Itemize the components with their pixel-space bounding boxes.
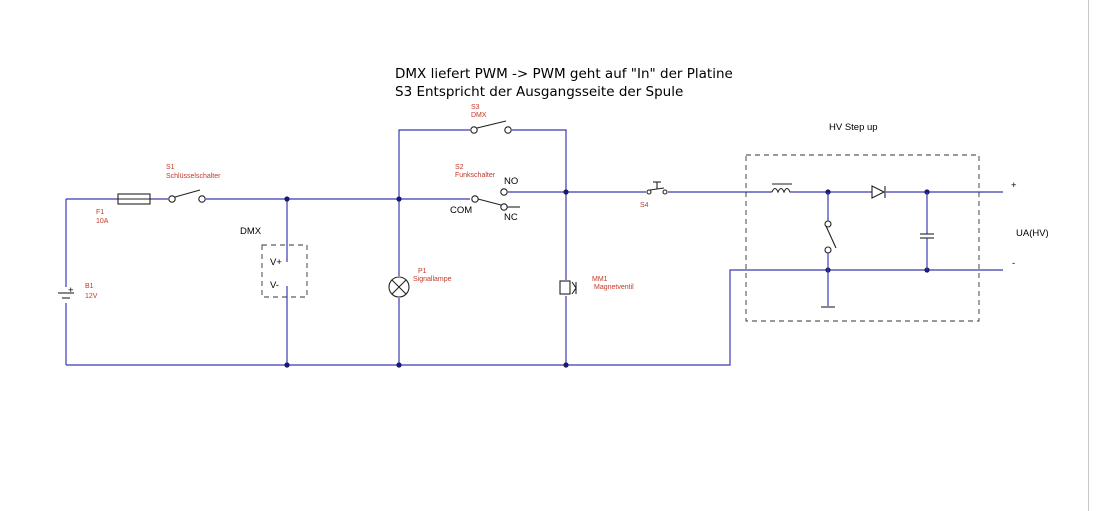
switch-s1: S1 Schlüsselschalter bbox=[166, 164, 221, 203]
f1-value: 10A bbox=[96, 218, 109, 225]
valve-mm1: MM1 Magnetventil bbox=[559, 276, 634, 295]
s1-value: Schlüsselschalter bbox=[166, 173, 221, 180]
page-edge-line bbox=[1088, 0, 1089, 511]
switch-s2: S2 Funkschalter NO COM NC bbox=[450, 164, 520, 223]
battery-b1: + B1 12V bbox=[58, 283, 98, 300]
dmx-module: DMX V+ V- bbox=[240, 226, 308, 298]
diode-icon bbox=[871, 185, 886, 199]
s4-ref: S4 bbox=[640, 202, 649, 209]
s1-ref: S1 bbox=[166, 164, 175, 171]
s3-ref: S3 bbox=[471, 104, 480, 111]
mm1-value: Magnetventil bbox=[594, 284, 634, 291]
mm1-ref: MM1 bbox=[592, 276, 608, 283]
dmx-vminus: V- bbox=[270, 280, 279, 291]
switch-s3: S3 DMX bbox=[470, 104, 512, 134]
hv-plus: + bbox=[1011, 180, 1017, 191]
s2-nc: NC bbox=[504, 212, 518, 223]
s3-value: DMX bbox=[471, 112, 487, 119]
note-line-1: DMX liefert PWM -> PWM geht auf "In" der… bbox=[395, 66, 733, 82]
s2-ref: S2 bbox=[455, 164, 464, 171]
lamp-p1: P1 Signallampe bbox=[388, 268, 452, 298]
fuse-f1: F1 10A bbox=[96, 193, 151, 225]
hv-stepup-module: HV Step up + - UA(HV) bbox=[745, 122, 1049, 322]
p1-value: Signallampe bbox=[413, 276, 452, 283]
wire-bottom-rail bbox=[66, 269, 1003, 366]
hv-minus: - bbox=[1012, 258, 1015, 269]
battery-plus: + bbox=[68, 285, 74, 296]
note-line-2: S3 Entspricht der Ausgangsseite der Spul… bbox=[395, 84, 684, 100]
wires bbox=[65, 129, 1003, 366]
f1-ref: F1 bbox=[96, 209, 104, 216]
b1-value: 12V bbox=[85, 293, 98, 300]
s2-com: COM bbox=[450, 205, 472, 216]
hv-title: HV Step up bbox=[829, 122, 878, 133]
p1-ref: P1 bbox=[418, 268, 427, 275]
switch-s4: S4 bbox=[640, 181, 668, 209]
dmx-vplus: V+ bbox=[270, 257, 282, 268]
s2-no: NO bbox=[504, 176, 518, 187]
s2-value: Funkschalter bbox=[455, 172, 496, 179]
inductor-icon bbox=[771, 187, 792, 194]
b1-ref: B1 bbox=[85, 283, 94, 290]
wire-s3-loop bbox=[398, 129, 567, 199]
hv-output-label: UA(HV) bbox=[1016, 228, 1049, 239]
dmx-label: DMX bbox=[240, 226, 262, 237]
